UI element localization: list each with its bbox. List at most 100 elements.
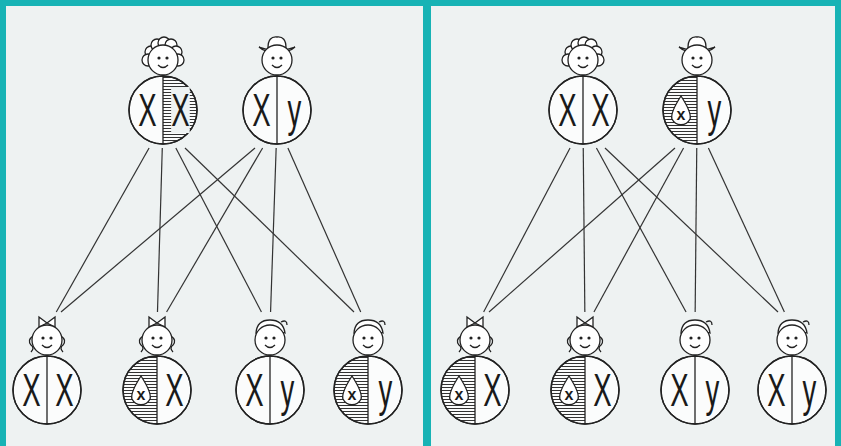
divider-line [162,76,163,144]
person-drawing [331,314,405,426]
body-outline [441,356,509,424]
chromosome-label: y [707,87,721,133]
head-circle [32,325,62,355]
chromosome-label: X [55,367,73,413]
body-circle [551,356,619,424]
body-outline [549,76,617,144]
body-circle [243,76,311,144]
person-figure: XX [546,34,620,146]
mutant-drop [343,376,362,405]
body-circle [661,356,729,424]
chromosome-label: X [165,367,183,413]
eye [362,336,365,339]
person-drawing [240,34,314,146]
head-circle [680,325,710,355]
chromosome-label: X [670,367,688,413]
eye [786,336,789,339]
eye [370,336,373,339]
chromosome-label: x [137,387,146,403]
smile [470,345,480,348]
person-figure: Xy [755,314,829,426]
chromosome-label: y [287,87,301,133]
chromosome-label: x [565,387,574,403]
person-figure: xX [120,314,194,426]
chromosome-label: y [378,367,392,413]
body-circle [236,356,304,424]
person-figure: xX [438,314,512,426]
body-outline [551,356,619,424]
person-drawing [755,314,829,426]
body-outline [334,356,402,424]
hatched-half [163,76,197,144]
cap-stem [281,321,287,325]
inheritance-line [596,148,686,312]
inheritance-line [605,148,778,312]
body-outline [243,76,311,144]
body-outline [661,356,729,424]
divider-line [582,76,583,144]
body-outline [123,356,191,424]
chromosome-label: X [22,367,40,413]
smile [578,65,588,68]
chromosome-label: X [767,367,785,413]
head-circle [353,325,383,355]
head-circle [142,325,172,355]
smile [272,65,282,68]
person-figure: Xy [233,314,307,426]
divider-line [46,356,47,424]
body-outline [236,356,304,424]
head-circle [570,325,600,355]
body-circle [334,356,402,424]
head-circle [148,45,178,75]
chromosome-label: x [677,107,686,123]
divider-line [474,356,475,424]
inheritance-line [583,148,585,312]
eye [579,336,582,339]
eye [271,56,274,59]
divider-line [791,356,792,424]
body-outline [663,76,731,144]
person-figure: xX [548,314,622,426]
smile [158,65,168,68]
chromosome-label: X [245,367,263,413]
eye [477,336,480,339]
smile [265,345,275,348]
mutant-drop [132,376,151,405]
head-circle [460,325,490,355]
chromosome-label: X [591,87,609,133]
inheritance-line [185,148,354,312]
eye [585,56,588,59]
divider-line [156,356,157,424]
eye [41,336,44,339]
eye [587,336,590,339]
person-figure: xy [660,34,734,146]
smile [152,345,162,348]
cap-stem [803,321,809,325]
chromosome-label: X [593,367,611,413]
inheritance-line [695,148,697,312]
mutant-drop [560,376,579,405]
inheritance-line [489,148,675,312]
chromosome-label: y [705,367,719,413]
cap-stem [379,321,385,325]
body-circle [441,356,509,424]
smile [42,345,52,348]
chromosome-label: y [280,367,294,413]
eye [165,56,168,59]
inheritance-line [61,148,255,312]
eye [697,336,700,339]
chromosome-label: X [558,87,576,133]
chromosome-label: X [252,87,270,133]
eye [264,336,267,339]
person-figure: XX [126,34,200,146]
divider-line [269,356,270,424]
hatched-half [123,356,157,424]
chromosome-label: y [802,367,816,413]
smile [363,345,373,348]
eye [689,336,692,339]
person-figure: xy [331,314,405,426]
smile [692,65,702,68]
head-circle [777,325,807,355]
divider-line [696,76,697,144]
person-figure: XX [10,314,84,426]
